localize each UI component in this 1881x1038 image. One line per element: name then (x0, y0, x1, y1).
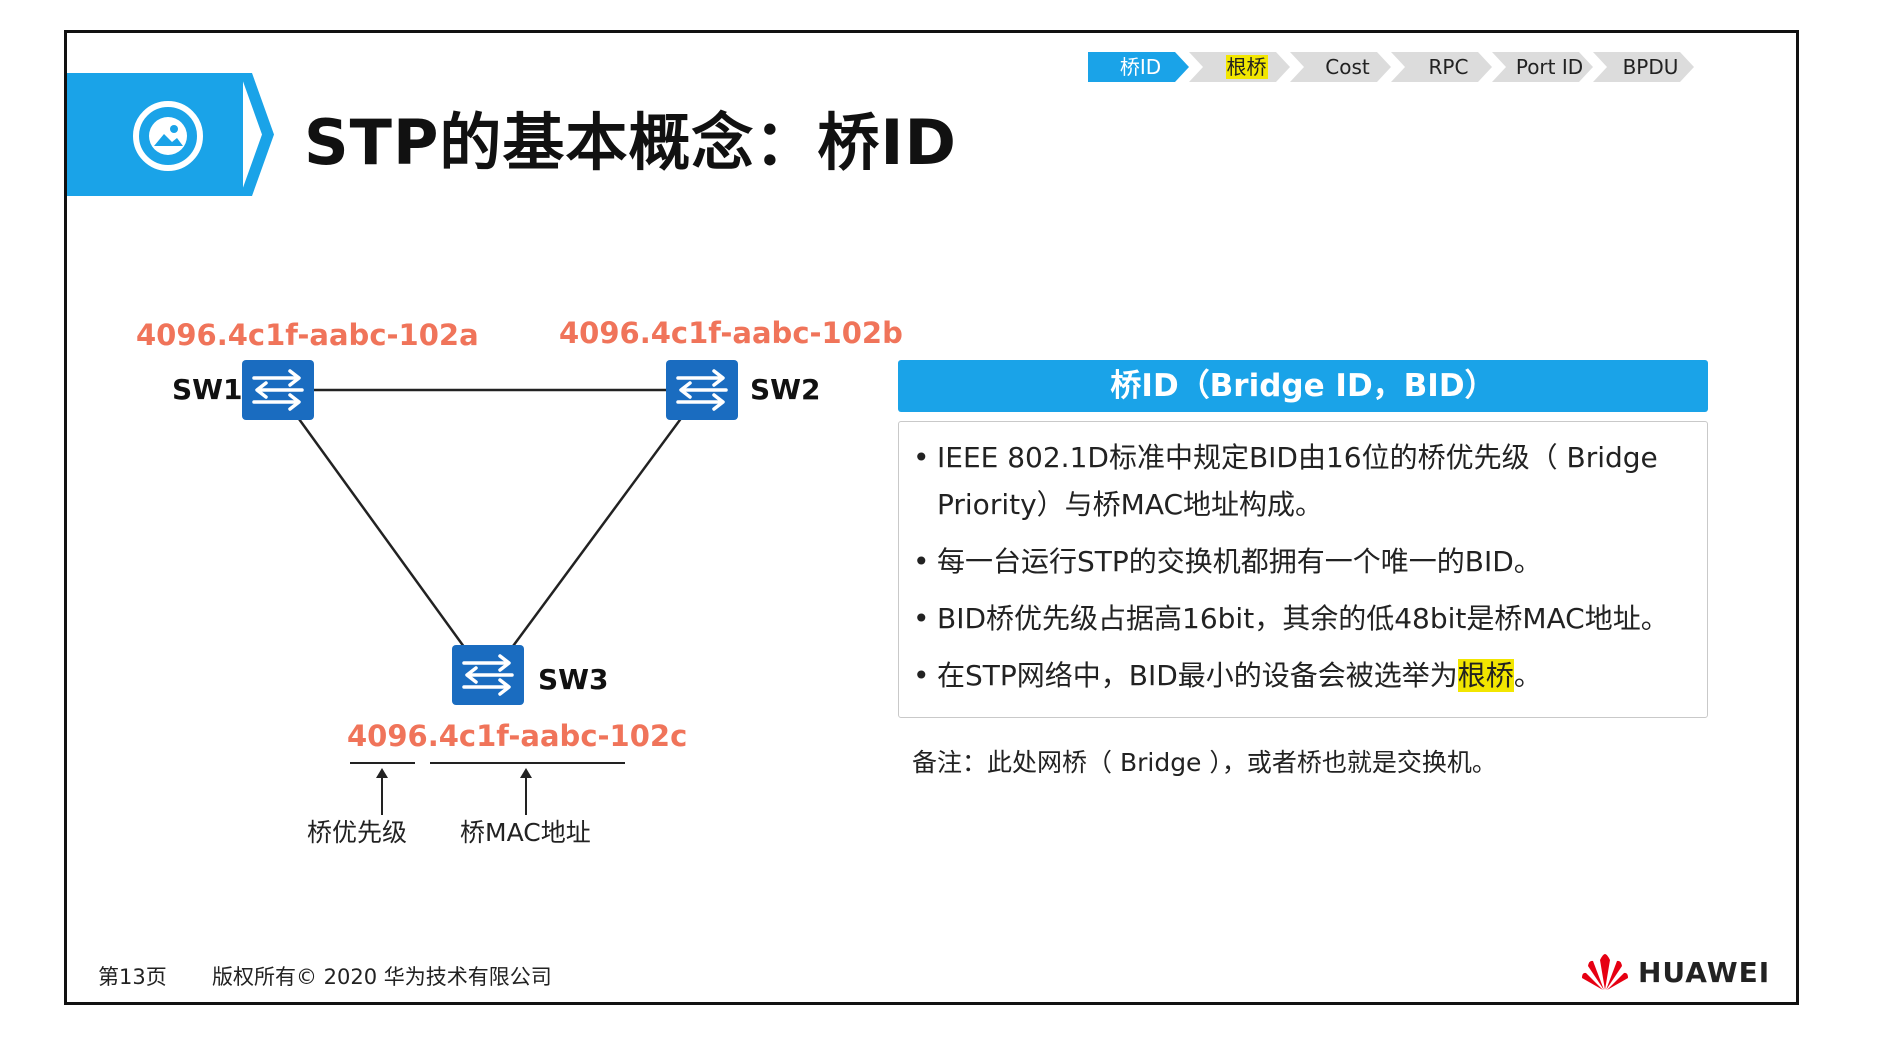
crumb-root-bridge[interactable]: 根桥 (1189, 52, 1290, 82)
priority-caption: 桥优先级 (307, 818, 408, 847)
bullet-3: BID桥优先级占据高16bit，其余的低48bit是桥MAC地址。 (913, 595, 1695, 642)
sw1-bid-label: 4096.4c1f-aabc-102a (136, 318, 479, 352)
sw2-bid-label: 4096.4c1f-aabc-102b (559, 316, 903, 350)
bullet-2: 每一台运行STP的交换机都拥有一个唯一的BID。 (913, 538, 1695, 585)
huawei-wordmark: HUAWEI (1638, 955, 1771, 989)
crumb-bpdu[interactable]: BPDU (1593, 52, 1694, 82)
root-bridge-highlight: 根桥 (1457, 659, 1514, 692)
sw3-name: SW3 (538, 663, 609, 696)
bullet-1: IEEE 802.1D标准中规定BID由16位的桥优先级（ Bridge Pri… (913, 434, 1695, 528)
crumb-cost[interactable]: Cost (1290, 52, 1391, 82)
huawei-logo: HUAWEI (1580, 952, 1770, 992)
info-header: 桥ID（Bridge ID，BID） (898, 360, 1708, 412)
crumb-port-id[interactable]: Port ID (1492, 52, 1593, 82)
breadcrumb: 桥ID 根桥 Cost RPC Port ID BPDU (1088, 52, 1694, 82)
sw3-bid-label: 4096.4c1f-aabc-102c (347, 719, 688, 753)
image-icon (133, 101, 203, 171)
crumb-rpc[interactable]: RPC (1391, 52, 1492, 82)
banner-chevron (240, 73, 274, 196)
crumb-bridge-id[interactable]: 桥ID (1088, 52, 1189, 82)
huawei-flower-icon (1582, 954, 1628, 990)
mac-caption: 桥MAC地址 (460, 818, 591, 847)
info-panel: IEEE 802.1D标准中规定BID由16位的桥优先级（ Bridge Pri… (898, 421, 1708, 718)
page-title: STP的基本概念：桥ID (304, 106, 957, 179)
bullet-4: 在STP网络中，BID最小的设备会被选举为根桥。 (913, 652, 1695, 699)
sw1-name: SW1 (172, 373, 243, 406)
copyright: 版权所有© 2020 华为技术有限公司 (212, 965, 552, 989)
sw2-name: SW2 (750, 373, 821, 406)
note-text: 备注：此处网桥（ Bridge ），或者桥也就是交换机。 (912, 748, 1497, 777)
page-number: 第13页 (98, 965, 167, 989)
